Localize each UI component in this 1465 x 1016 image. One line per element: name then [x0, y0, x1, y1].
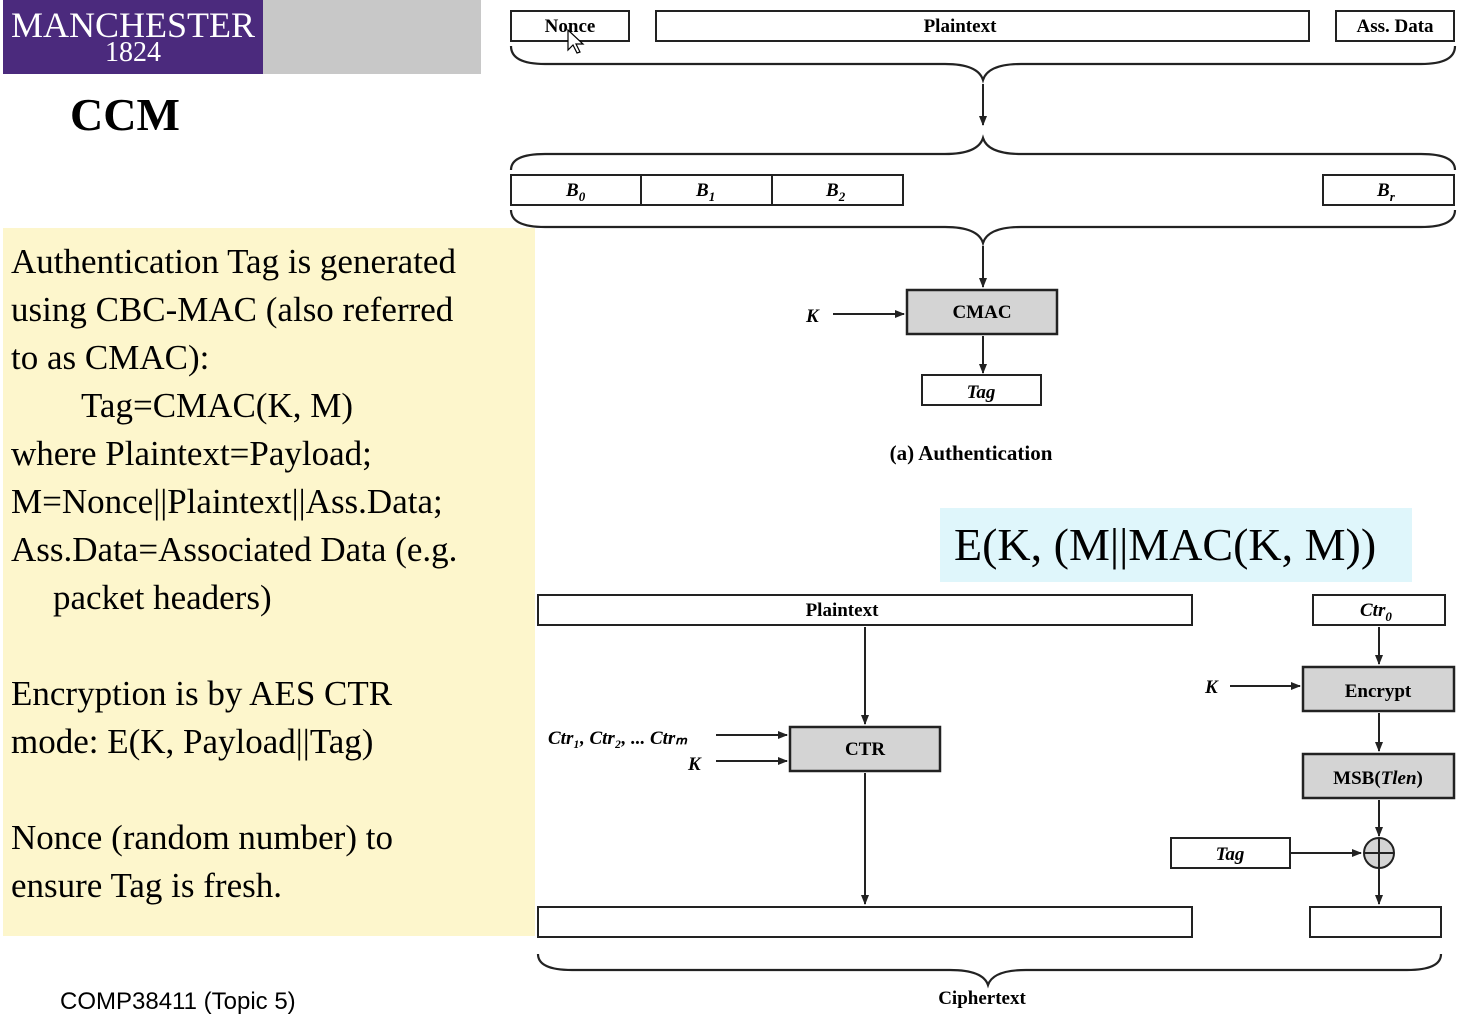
nonce-label: Nonce [545, 16, 596, 37]
auth-key-label: K [805, 306, 820, 327]
panel-line: to as CMAC): [11, 338, 210, 377]
auth-tag-box [921, 374, 1042, 406]
panel-line: using CBC-MAC (also referred [11, 290, 454, 329]
block-br-label: Br [1376, 180, 1396, 204]
ciphertext-block [537, 906, 1193, 938]
counter-inputs-label: Ctr₁, Ctr₂, ... Ctrₘ [548, 728, 688, 749]
ass-data-box [1335, 10, 1455, 42]
panel-line: packet headers) [53, 578, 272, 617]
formula-callout: E(K, (M||MAC(K, M)) [940, 508, 1412, 582]
block-b2 [771, 174, 904, 206]
ctr0-label: Ctr0 [1360, 600, 1392, 624]
encrypt-box [1301, 665, 1456, 713]
panel-line: Authentication Tag is generated [11, 242, 456, 281]
ass-data-label: Ass. Data [1356, 16, 1434, 37]
lower-brace-blocks [509, 209, 1457, 247]
panel-line: mode: E(K, Payload||Tag) [11, 722, 374, 761]
ctr-box [788, 725, 942, 773]
logo-name: MANCHESTER [10, 5, 256, 45]
panel-line: Nonce (random number) to [11, 818, 393, 857]
authentication-caption: (a) Authentication [890, 441, 1053, 465]
block-br [1322, 174, 1455, 206]
header-bar [263, 0, 481, 74]
formula-text: E(K, (M||MAC(K, M)) [954, 519, 1377, 570]
block-b1-label: B1 [695, 180, 715, 204]
mouse-cursor-icon [567, 28, 585, 54]
block-b1 [640, 174, 773, 206]
plaintext-label: Plaintext [924, 16, 997, 37]
block-b2-label: B2 [825, 180, 846, 204]
ctr0-box [1312, 594, 1446, 626]
ctr-key-label: K [687, 754, 702, 775]
msb-box [1301, 752, 1456, 800]
block-b0 [510, 174, 642, 206]
panel-line: Ass.Data=Associated Data (e.g. [11, 530, 458, 569]
encrypted-tag-block [1309, 906, 1442, 938]
cmac-label: CMAC [952, 302, 1011, 323]
panel-line: Encryption is by AES CTR [11, 674, 393, 713]
block-b0-label: B0 [565, 180, 586, 204]
cmac-box [905, 288, 1059, 336]
university-logo: MANCHESTER 1824 [3, 0, 263, 74]
xor-icon [1363, 837, 1395, 869]
enc-tag-label: Tag [1216, 844, 1245, 865]
ctr-label: CTR [845, 739, 885, 760]
panel-line: ensure Tag is fresh. [11, 866, 282, 905]
upper-brace-blocks [509, 134, 1457, 171]
enc-plaintext-label: Plaintext [806, 600, 879, 621]
enc-tag-box [1170, 837, 1291, 869]
encrypt-label: Encrypt [1345, 681, 1412, 702]
panel-line: M=Nonce||Plaintext||Ass.Data; [11, 482, 443, 521]
msb-label: MSB(Tlen) [1333, 768, 1423, 789]
enc-plaintext-box [537, 594, 1193, 626]
top-brace [509, 45, 1457, 84]
logo-year: 1824 [105, 37, 161, 68]
encrypt-key-label: K [1204, 677, 1219, 698]
panel-line: where Plaintext=Payload; [11, 434, 372, 473]
ciphertext-brace [536, 953, 1443, 989]
ciphertext-label: Ciphertext [938, 988, 1026, 1009]
plaintext-box [655, 10, 1310, 42]
page-title: CCM [70, 89, 180, 140]
explanation-panel: Authentication Tag is generated using CB… [3, 228, 535, 936]
auth-tag-label: Tag [967, 382, 996, 403]
panel-line: Tag=CMAC(K, M) [81, 386, 354, 425]
